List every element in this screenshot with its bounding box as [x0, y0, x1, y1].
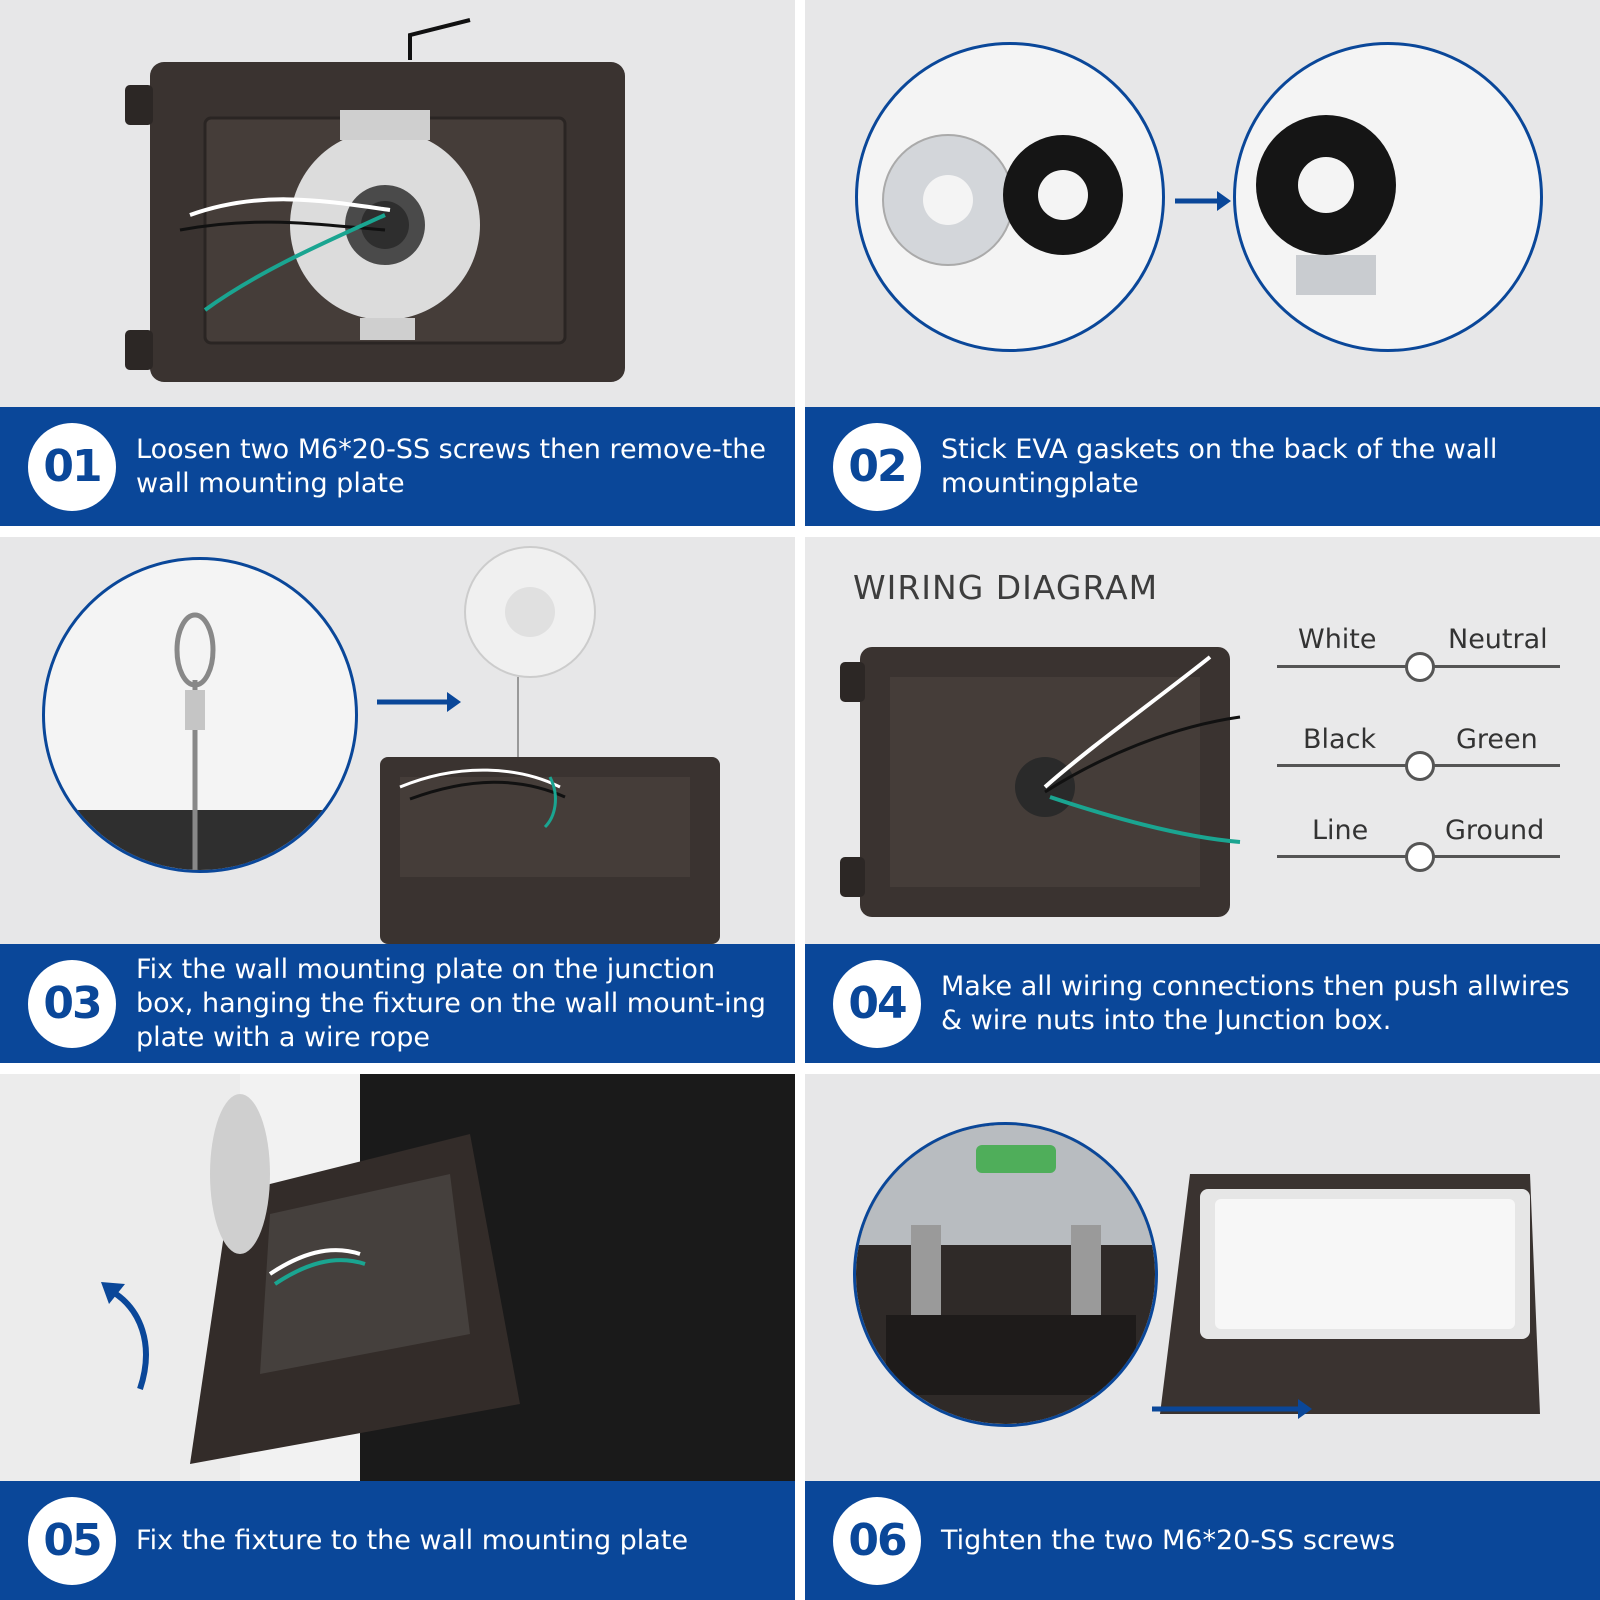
step-number-badge: 06 — [833, 1496, 921, 1585]
step-01-caption: 01 Loosen two M6*20-SS screws then remov… — [0, 407, 795, 526]
wiring-diagram-title: WIRING DIAGRAM — [853, 568, 1159, 607]
step-instruction: Make all wiring connections then push al… — [941, 970, 1570, 1036]
step-06-caption: 06 Tighten the two M6*20-SS screws — [805, 1481, 1600, 1600]
wire-label-black: Black — [1303, 724, 1377, 755]
mounting-fixture-illustration — [0, 1074, 795, 1481]
step-02-caption: 02 Stick EVA gaskets on the back of the … — [805, 407, 1600, 526]
step-04-caption: 04 Make all wiring connections then push… — [805, 944, 1600, 1063]
wire-label-line: Line — [1312, 815, 1369, 846]
step-number-badge: 01 — [28, 422, 116, 511]
fixture-back-illustration — [125, 18, 625, 382]
wire-connector-node — [1405, 751, 1435, 781]
step-instruction: Fix the fixture to the wall mounting pla… — [136, 1524, 689, 1556]
arrow-right-icon — [1152, 1399, 1312, 1419]
gasket-before-circle — [855, 42, 1165, 352]
fixture-wiring-illustration — [840, 647, 1241, 917]
arrow-right-icon — [377, 692, 461, 712]
wire-connector-node — [1405, 842, 1435, 872]
curved-arrow-up-icon — [101, 1282, 149, 1390]
step-number-badge: 05 — [28, 1496, 116, 1585]
wire-label-ground: Ground — [1445, 815, 1545, 846]
step-06-photo — [805, 1074, 1600, 1481]
step-04-photo — [805, 537, 1600, 944]
step-number-badge: 04 — [833, 959, 921, 1048]
fixture-front-illustration — [1160, 1174, 1540, 1414]
wire-connector-node — [1405, 652, 1435, 682]
step-instruction: Loosen two M6*20-SS screws then remove-t… — [136, 433, 767, 499]
step-02-photo — [805, 0, 1600, 407]
wire-label-green: Green — [1456, 724, 1538, 755]
step-03-photo — [0, 537, 795, 944]
wire-rope-closeup-circle — [42, 557, 358, 873]
gasket-after-circle — [1233, 42, 1543, 352]
step-instruction: Stick EVA gaskets on the back of the wal… — [941, 433, 1498, 499]
arrow-right-icon — [1175, 191, 1231, 211]
step-instruction: Tighten the two M6*20-SS screws — [941, 1524, 1396, 1556]
wire-label-white: White — [1298, 624, 1377, 655]
wire-label-neutral: Neutral — [1448, 624, 1548, 655]
step-03-caption: 03 Fix the wall mounting plate on the ju… — [0, 944, 795, 1063]
step-number-badge: 02 — [833, 422, 921, 511]
step-number-badge: 03 — [28, 959, 116, 1048]
step-instruction: Fix the wall mounting plate on the junct… — [136, 953, 766, 1053]
step-05-photo — [0, 1074, 795, 1481]
screws-closeup-circle — [853, 1122, 1158, 1427]
fixture-hanging-illustration — [380, 546, 720, 944]
step-05-caption: 05 Fix the fixture to the wall mounting … — [0, 1481, 795, 1600]
step-01-photo — [0, 0, 795, 407]
